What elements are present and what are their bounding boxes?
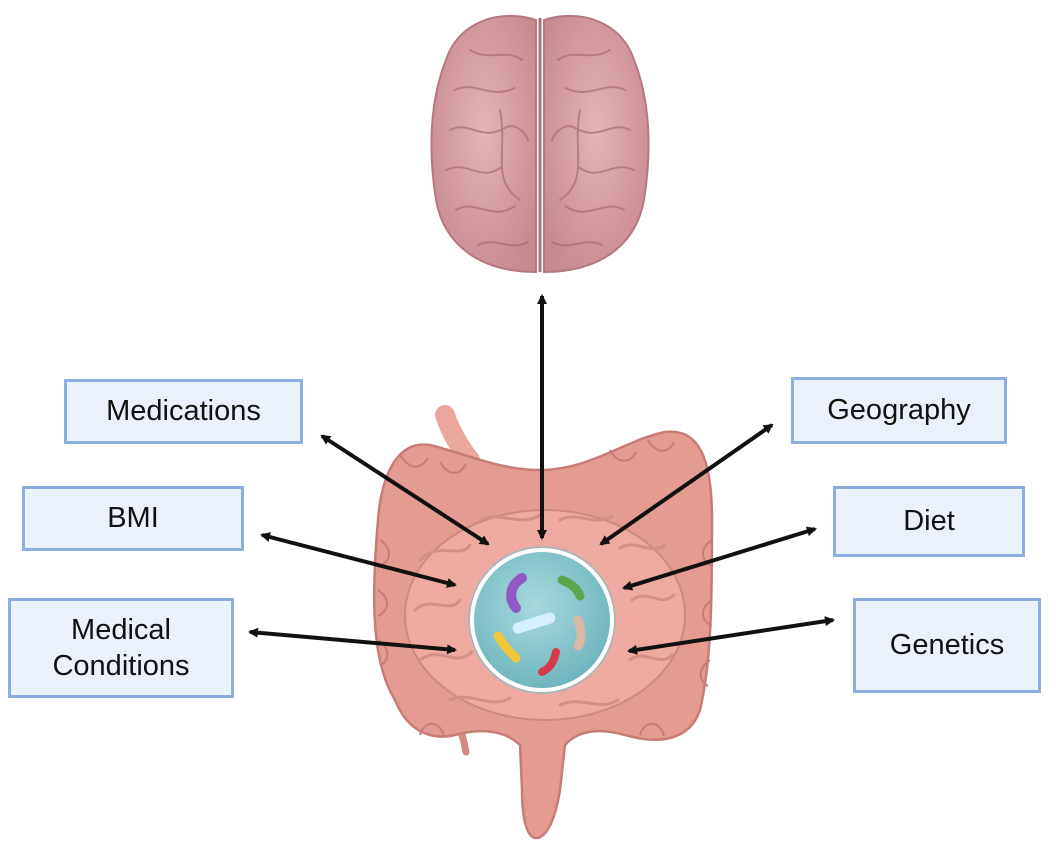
microbe-green	[557, 575, 585, 601]
gut-microbiome-circle	[468, 546, 616, 694]
factor-medical-conditions-line1: Medical	[71, 613, 171, 646]
factor-medical-conditions-box: Medical Conditions	[8, 598, 234, 698]
brain-gyri	[445, 49, 635, 247]
brain-illustration	[430, 14, 650, 274]
factor-genetics-box: Genetics	[853, 598, 1041, 693]
factor-geography-box: Geography	[791, 377, 1007, 444]
factor-genetics-label: Genetics	[889, 629, 1005, 662]
factor-medications-label: Medications	[106, 395, 261, 428]
arrow-diet	[622, 526, 817, 591]
microbe-tan	[573, 615, 586, 651]
factor-bmi-box: BMI	[22, 486, 244, 551]
arrow-genetics	[627, 616, 835, 655]
factor-bmi-label: BMI	[107, 502, 159, 535]
microbe-purple	[506, 573, 527, 613]
factor-geography-label: Geography	[827, 394, 971, 427]
arrows	[248, 294, 835, 655]
factor-diet-box: Diet	[833, 486, 1025, 557]
factor-medical-conditions-line2: Conditions	[52, 650, 190, 682]
microbe-red	[538, 648, 560, 676]
arrow-medications	[320, 434, 490, 546]
microbe-yellow	[493, 631, 521, 663]
arrow-geography	[599, 423, 774, 546]
factor-diet-label: Diet	[903, 505, 955, 538]
microbe-lightblue	[512, 612, 556, 634]
arrow-bmi	[260, 532, 457, 588]
arrow-medical-conditions	[248, 627, 457, 655]
factor-medications-box: Medications	[64, 379, 303, 444]
